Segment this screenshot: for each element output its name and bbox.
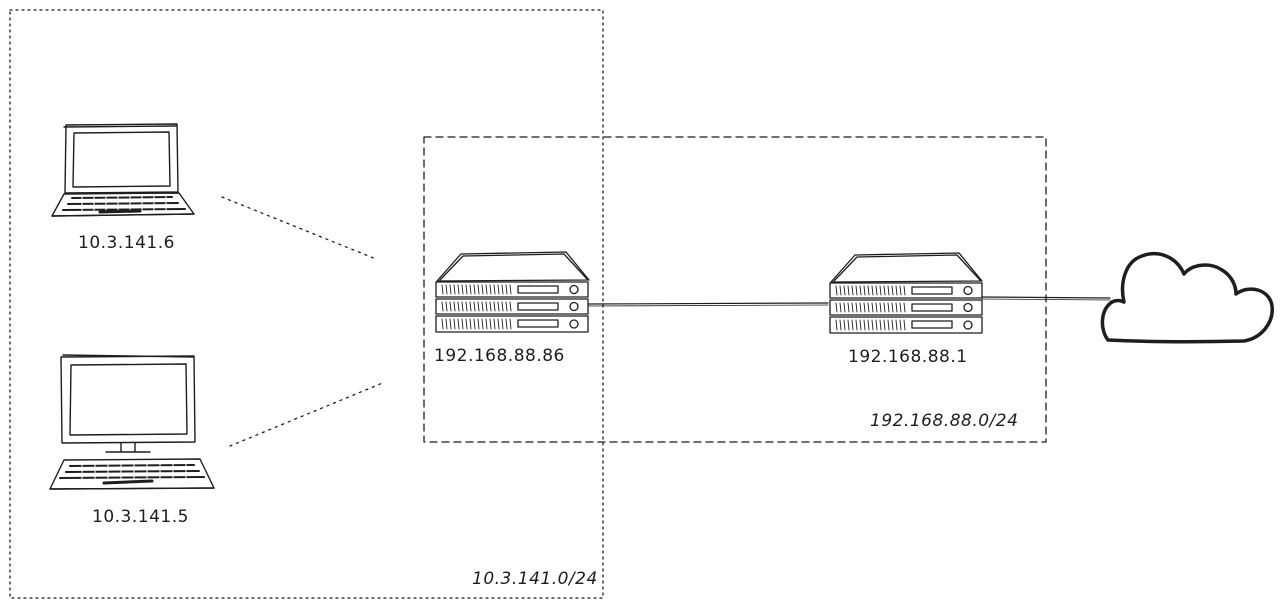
laptop-icon	[51, 123, 195, 217]
desktop-icon	[49, 354, 215, 490]
gateway-cloud-link	[981, 296, 1111, 299]
laptop-ip-label: 10.3.141.6	[78, 233, 175, 253]
desktop-link-line	[229, 381, 386, 447]
router-ip-label: 192.168.88.86	[434, 346, 565, 366]
desktop-ip-label: 10.3.141.5	[92, 507, 189, 527]
gateway-ip-label: 192.168.88.1	[848, 347, 968, 367]
router-server-icon	[435, 251, 590, 333]
lan-subnet-label: 10.3.141.0/24	[472, 569, 598, 589]
wan-zone-boundary	[423, 136, 1047, 443]
lan-zone-boundary	[9, 9, 604, 599]
router-gateway-link	[587, 302, 829, 305]
gateway-server-icon	[829, 252, 983, 334]
cloud-icon	[1100, 252, 1274, 344]
laptop-link-line	[221, 196, 377, 260]
wan-subnet-label: 192.168.88.0/24	[870, 411, 1019, 431]
